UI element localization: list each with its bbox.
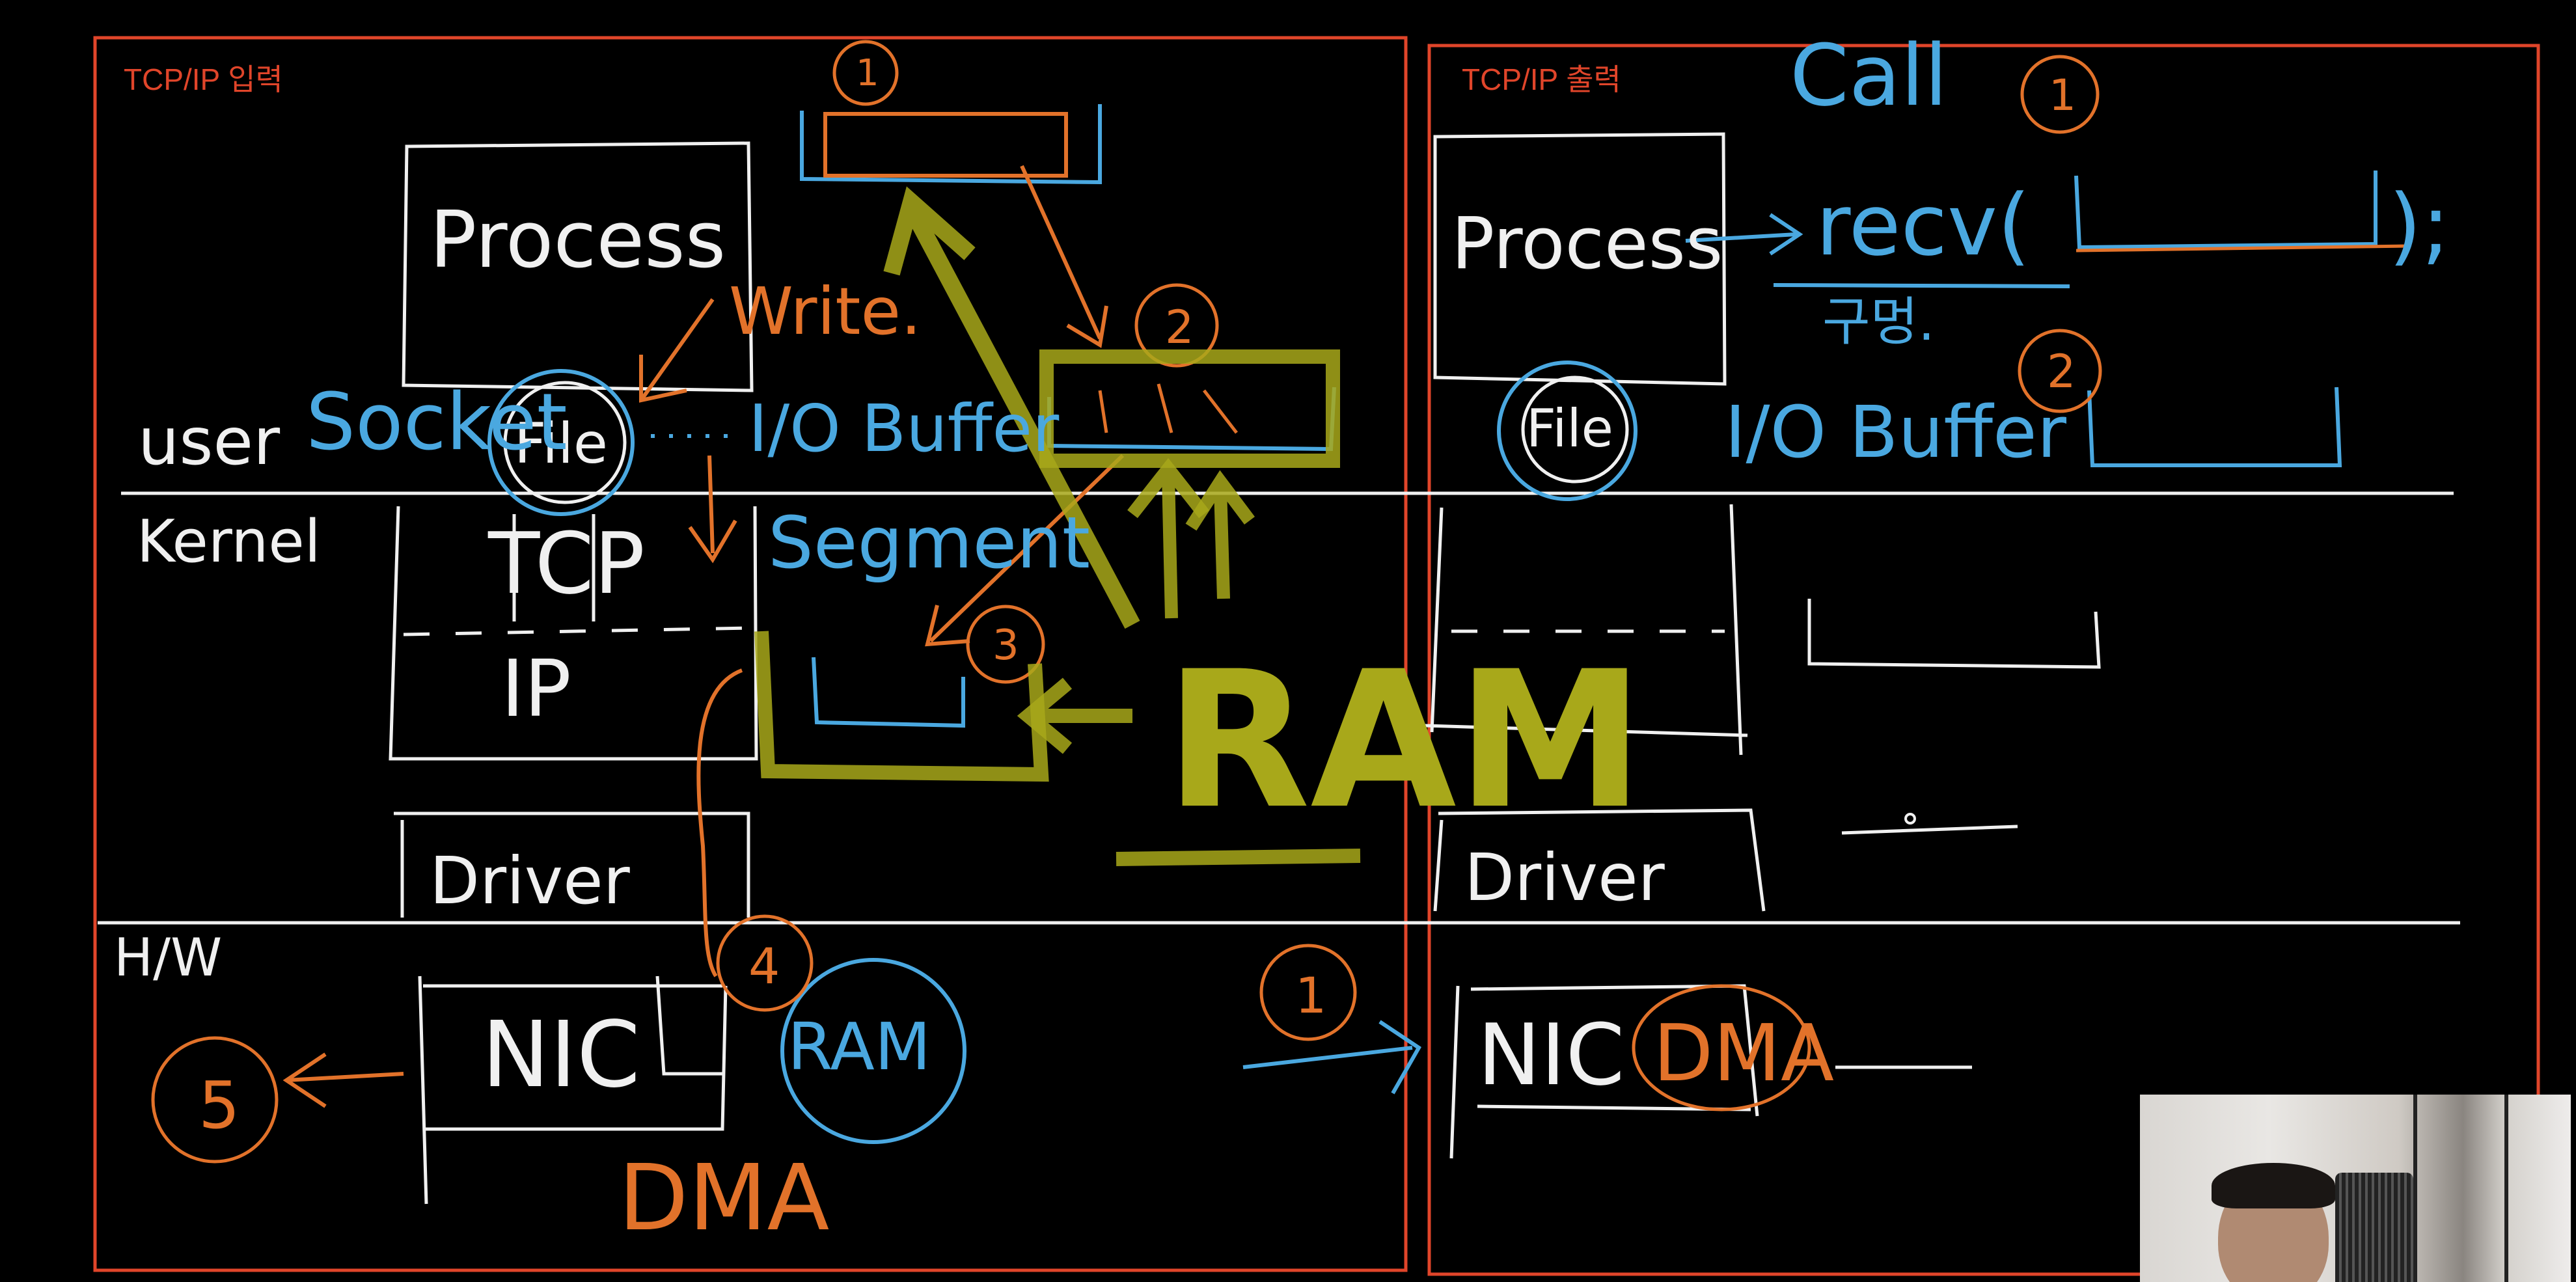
left-panel-frame	[93, 36, 1408, 1272]
kernel-label: Kernel	[137, 508, 321, 576]
recv-buffer	[2074, 170, 2377, 250]
process-to-recv-arrow	[1685, 213, 1803, 256]
nic-label-left: NIC	[482, 1002, 640, 1108]
webcam-overlay	[2140, 1095, 2571, 1282]
process-box-right	[1433, 132, 1727, 386]
io-buffer-box-left	[1047, 387, 1336, 452]
step-right-1: 1	[2049, 70, 2076, 120]
step-circle-left-4	[716, 914, 814, 1012]
io-buffer-orange-ticks	[1098, 383, 1238, 434]
step-circle-left-2	[1134, 283, 1219, 368]
tcp-label: TCP	[488, 514, 645, 613]
dma-circle-right	[1632, 984, 1811, 1112]
ram-up-arrow-1	[1127, 457, 1209, 619]
nic-label-right: NIC	[1477, 1005, 1625, 1104]
step-circle-left-1	[832, 40, 899, 106]
buffer-to-io-arrow	[1020, 165, 1108, 348]
ram-underline	[1116, 849, 1361, 866]
io-buffer-highlight	[1039, 349, 1340, 468]
write-label: Write.	[729, 273, 922, 349]
nic-box-left	[418, 975, 728, 1205]
segment-label: Segment	[768, 501, 1090, 584]
webcam-door-edge-1	[2413, 1095, 2417, 1282]
file-inner-circle-right	[1521, 375, 1629, 484]
nic-out-arrow	[282, 1052, 404, 1108]
ram-up-arrow-2	[1185, 470, 1255, 599]
step-right-2: 2	[2047, 345, 2076, 398]
file-inner-circle-left	[503, 381, 627, 504]
step-circle-left-3	[966, 605, 1045, 684]
right-panel-title: TCP/IP 출력	[1462, 62, 1621, 96]
driver-label-left: Driver	[430, 843, 630, 919]
file-label-left: File	[514, 411, 608, 476]
step-left-2: 2	[1165, 301, 1194, 354]
call-label: Call	[1790, 26, 1948, 125]
kernel-box-right	[1425, 504, 1748, 756]
recv-underline	[1773, 283, 2070, 288]
user-buffer-top	[800, 104, 1102, 185]
right-panel-frame	[1427, 44, 2540, 1276]
driver-label-right: Driver	[1464, 839, 1665, 916]
hw-label: H/W	[114, 927, 223, 988]
step-left-1: 1	[856, 52, 879, 94]
recv-label: recv(	[1816, 176, 2031, 275]
step-circle-left-5	[151, 1036, 279, 1164]
process-label-right: Process	[1451, 202, 1723, 285]
socket-label: Socket	[306, 377, 568, 468]
driver-small-line-right	[1841, 825, 2018, 835]
step-circle-right-1	[2020, 55, 2100, 134]
big-yellow-arrow	[883, 186, 1140, 629]
write-arrow	[639, 298, 715, 403]
kernel-buffer-left	[812, 657, 965, 728]
recv-orange-underline	[2076, 244, 2409, 252]
incoming-arrow	[1242, 1020, 1421, 1095]
ram-big-label: RAM	[1165, 631, 1645, 851]
ram-to-segment-arrow	[1017, 677, 1132, 754]
file-label-right: File	[1526, 398, 1613, 459]
ram-circle-label: RAM	[788, 1009, 931, 1085]
process-box-left	[402, 141, 754, 392]
webcam-door-edge-2	[2504, 1095, 2508, 1282]
driver-box-right	[1433, 808, 1766, 912]
tcp-ip-dashed-line	[403, 626, 749, 636]
ram-circle	[780, 958, 966, 1144]
process-label-left: Process	[430, 195, 726, 286]
driver-box-left	[394, 811, 750, 918]
dot-right	[1904, 813, 1916, 825]
file-circle-left	[487, 369, 635, 516]
io-buffer-label-left: I/O Buffer	[748, 390, 1060, 467]
kernel-buffer-right	[1807, 599, 2101, 669]
dma-wire	[696, 668, 743, 977]
step-circle-right-2	[2018, 329, 2102, 413]
user-buffer-fill	[823, 112, 1068, 178]
step-left-5: 5	[199, 1067, 240, 1143]
io-buffer-label-right: I/O Buffer	[1725, 390, 2066, 474]
nic-divider-left	[655, 975, 722, 1076]
dma-label-right: DMA	[1653, 1009, 1835, 1099]
ip-label: IP	[501, 644, 571, 735]
step-left-3: 3	[993, 621, 1019, 670]
user-to-kernel-arrow	[688, 455, 737, 564]
step-mid-1: 1	[1295, 966, 1327, 1024]
user-label: user	[138, 403, 281, 480]
step-left-4: 4	[748, 937, 780, 995]
dma-label-left: DMA	[618, 1145, 830, 1251]
step-circle-mid-1	[1259, 944, 1357, 1041]
io-to-kernel-arrow	[925, 454, 1125, 647]
korean-under-recv: 구멍.	[1822, 292, 1935, 352]
recv-close-label: );	[2389, 176, 2450, 275]
webcam-chair	[2335, 1173, 2413, 1282]
io-buffer-box-right	[2087, 387, 2342, 467]
webcam-person-hair	[2212, 1163, 2335, 1208]
file-circle-right	[1497, 361, 1637, 501]
left-panel-title: TCP/IP 입력	[124, 62, 283, 96]
